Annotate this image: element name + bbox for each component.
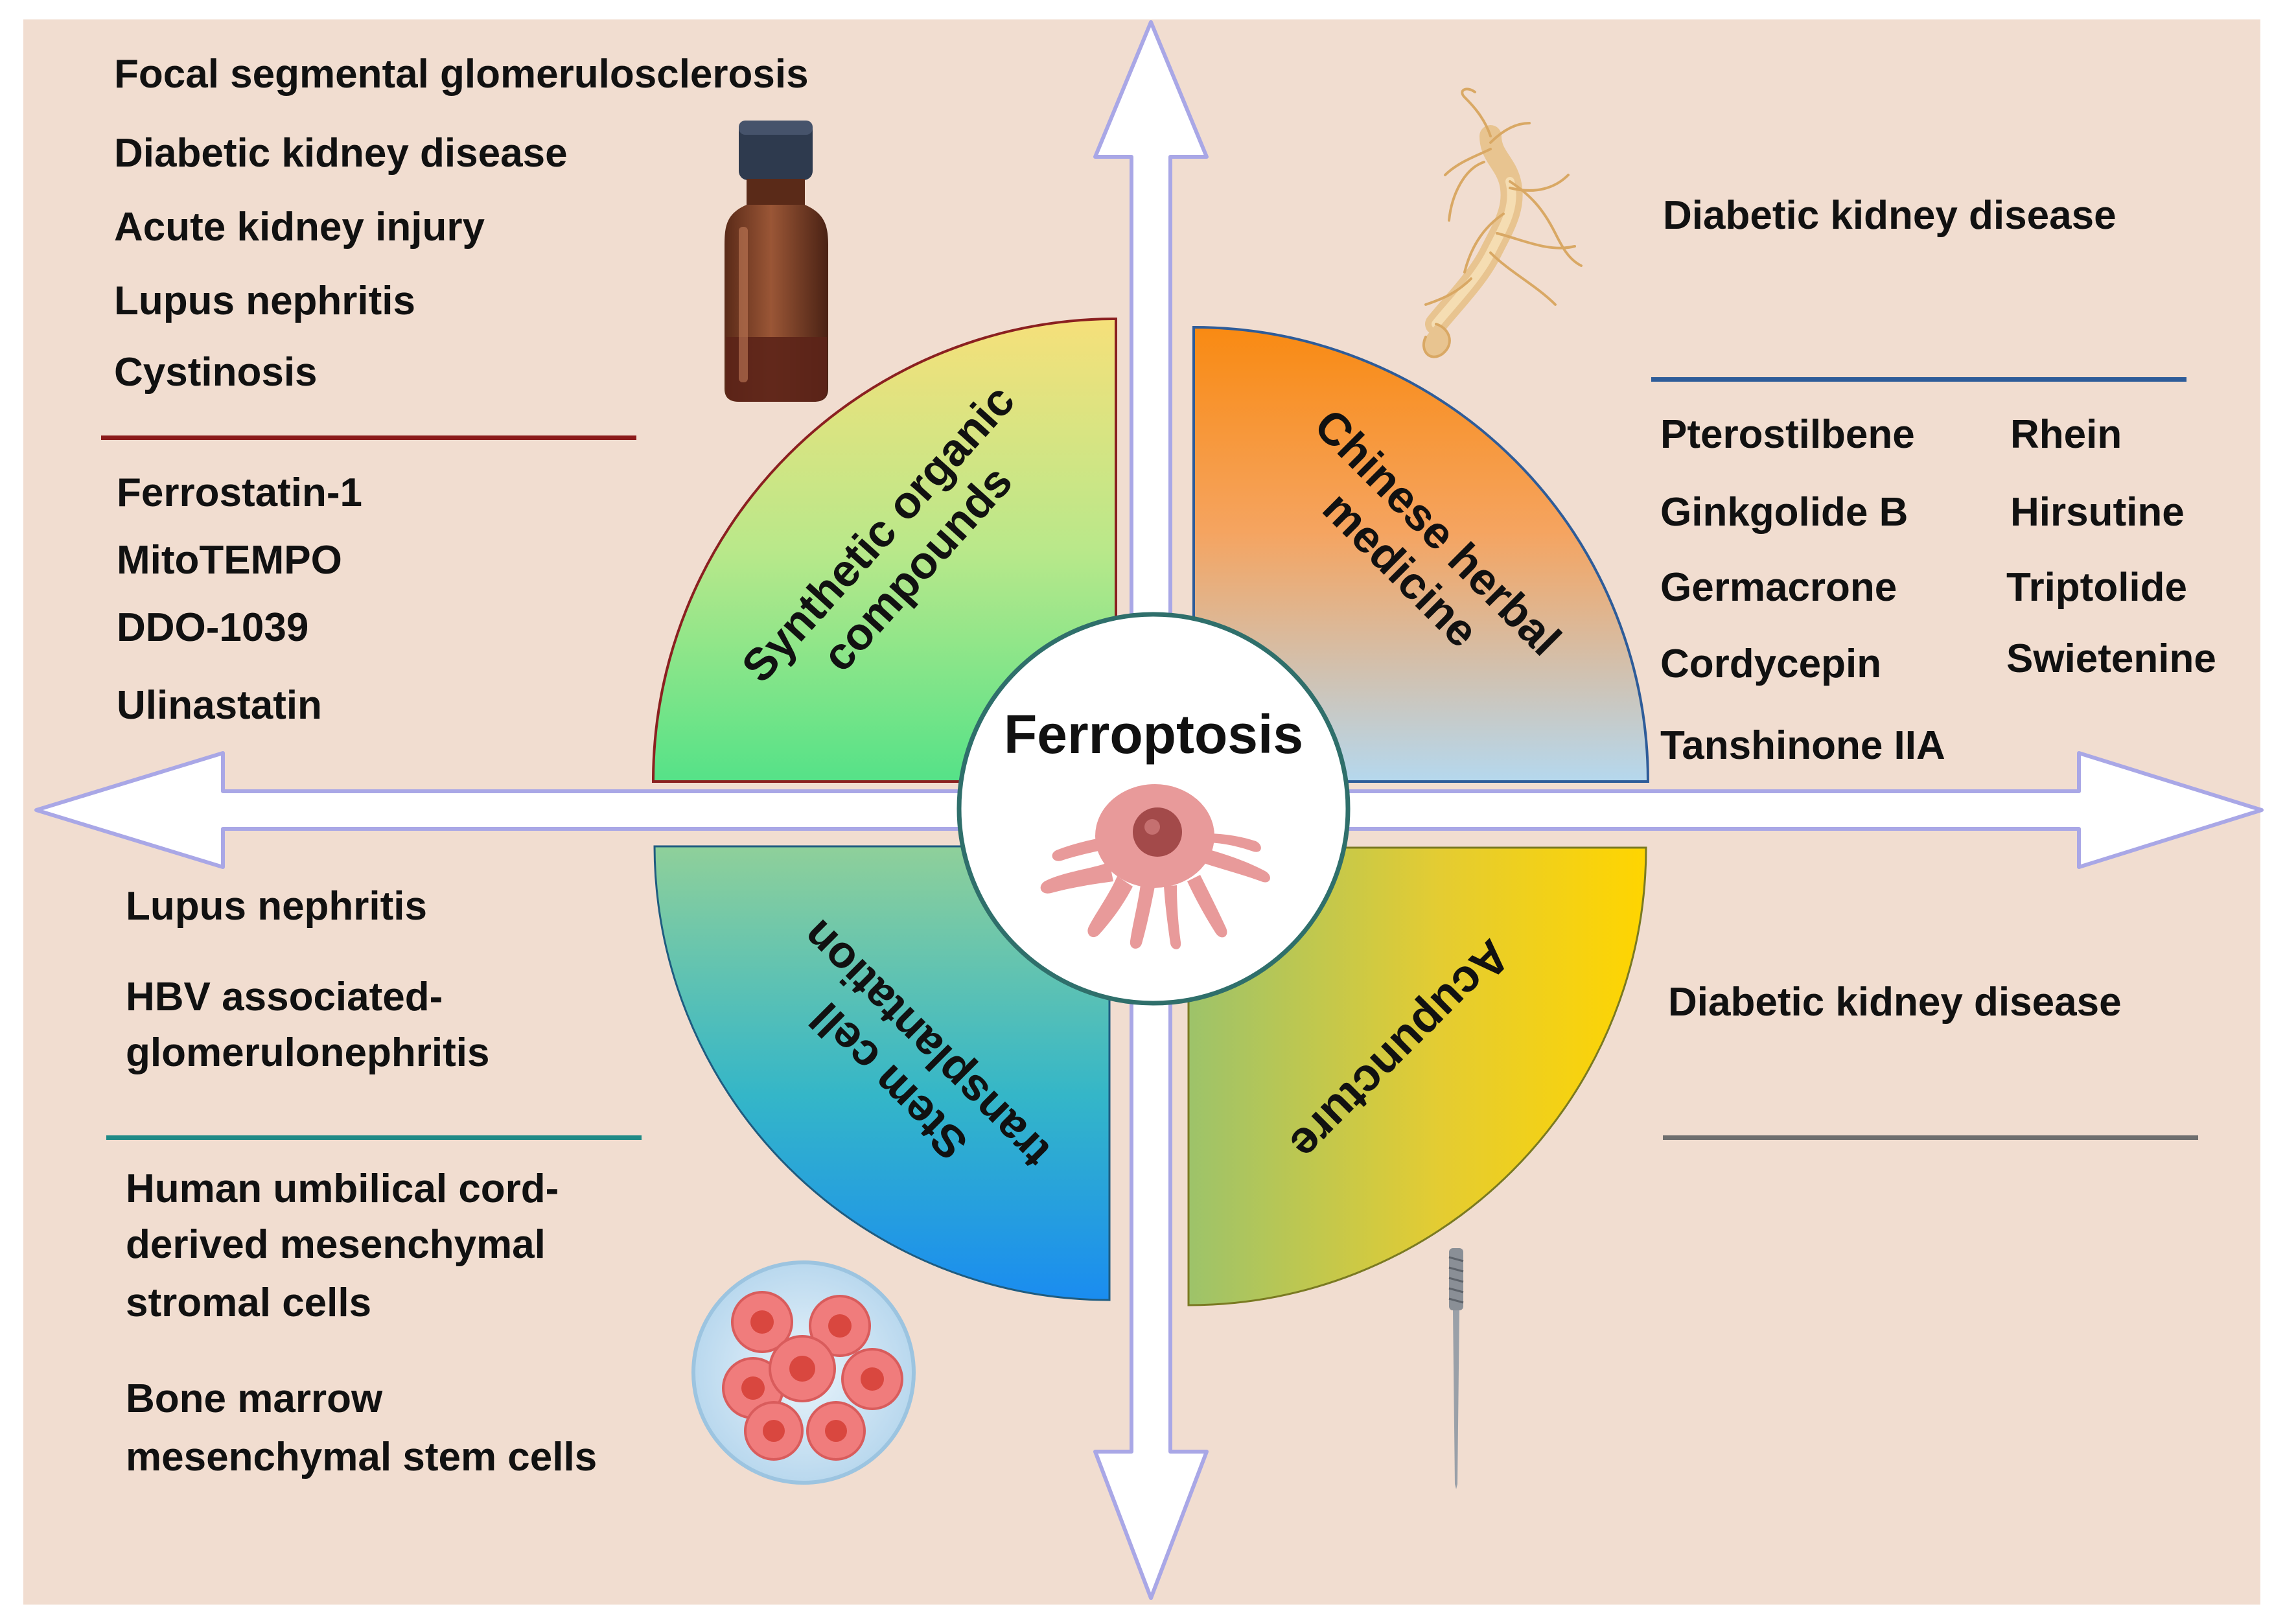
tl-disease-4: Lupus nephritis <box>114 279 415 323</box>
tl-divider <box>101 435 636 440</box>
center-title: Ferroptosis <box>1004 704 1303 765</box>
quadrant-synthetic-wedge <box>652 318 1117 783</box>
quadrant-herbal-wedge <box>1192 325 1650 783</box>
tl-agent-2: MitoTEMPO <box>117 538 342 583</box>
bl-disease-3: glomerulonephritis <box>126 1030 490 1075</box>
acupuncture-needle-icon <box>1448 1248 1464 1489</box>
tr-agent-4: Cordycepin <box>1660 642 1882 686</box>
bl-agent-1: Human umbilical cord- <box>126 1166 559 1211</box>
quadrant-acupuncture-wedge <box>1187 846 1647 1306</box>
bl-agent-2: derived mesenchymal <box>126 1222 546 1267</box>
tl-disease-1: Focal segmental glomerulosclerosis <box>114 52 809 97</box>
tr-agent-8: Triptolide <box>2006 565 2187 610</box>
tr-agent-7: Hirsutine <box>2010 490 2185 535</box>
tr-agent-2: Ginkgolide B <box>1660 490 1908 535</box>
quadrant-stem-cell-wedge <box>653 845 1111 1301</box>
bl-agent-5: mesenchymal stem cells <box>126 1435 597 1479</box>
tr-agent-9: Swietenine <box>2006 636 2216 681</box>
tl-disease-3: Acute kidney injury <box>114 205 485 249</box>
bl-disease-1: Lupus nephritis <box>126 884 427 929</box>
tl-disease-2: Diabetic kidney disease <box>114 131 568 176</box>
tl-agent-4: Ulinastatin <box>117 683 322 728</box>
br-disease-1: Diabetic kidney disease <box>1668 980 2122 1025</box>
bl-divider <box>106 1135 642 1140</box>
tl-agent-1: Ferrostatin-1 <box>117 470 362 515</box>
tl-agent-3: DDO-1039 <box>117 605 309 650</box>
tr-divider <box>1651 377 2186 382</box>
bl-agent-4: Bone marrow <box>126 1376 383 1421</box>
tl-disease-5: Cystinosis <box>114 350 318 395</box>
tr-agent-1: Pterostilbene <box>1660 412 1915 457</box>
br-divider <box>1663 1135 2198 1140</box>
petri-dish-cells-icon <box>691 1260 916 1485</box>
medicine-bottle-icon <box>725 121 828 402</box>
bl-disease-2: HBV associated- <box>126 975 443 1019</box>
tr-agent-3: Germacrone <box>1660 565 1897 610</box>
tr-agent-6: Rhein <box>2010 412 2122 457</box>
tr-disease-1: Diabetic kidney disease <box>1663 193 2117 238</box>
tr-agent-5: Tanshinone IIA <box>1660 723 1945 768</box>
ferroptotic-cell-icon <box>1040 784 1270 949</box>
bl-agent-3: stromal cells <box>126 1281 372 1325</box>
ginseng-root-icon <box>1422 87 1583 358</box>
